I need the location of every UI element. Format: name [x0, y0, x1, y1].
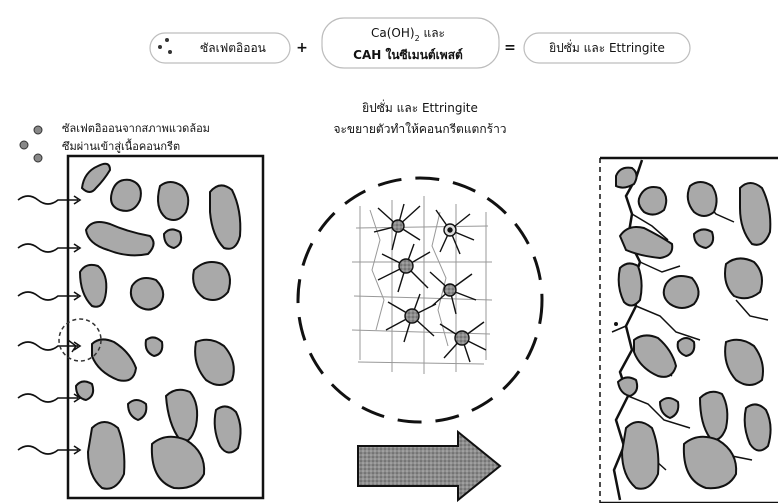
aggregate — [700, 392, 727, 440]
aggregate — [740, 183, 770, 245]
progression-arrow-icon — [358, 432, 500, 500]
equals-sign: = — [504, 40, 516, 56]
aggregate — [664, 276, 699, 308]
crystal — [386, 294, 436, 342]
sulfate-ion-pill: ซัลเฟตอิออน — [150, 33, 290, 63]
aggregate — [639, 187, 667, 215]
aggregate — [634, 335, 676, 376]
intact-concrete-block — [18, 156, 263, 498]
aggregate — [678, 338, 695, 356]
aggregate — [131, 278, 163, 310]
aggregate — [88, 422, 124, 489]
sulfate-dot-icon — [158, 45, 162, 49]
crystal — [436, 210, 474, 254]
magnified-crystal-view — [298, 178, 542, 422]
reactant-pill: Ca(OH)2 และ CAH ในซีเมนต์เพสต์ — [322, 18, 499, 68]
cracked-concrete-block — [600, 158, 778, 503]
aggregate — [618, 377, 637, 396]
sulfate-dot-icon — [165, 38, 169, 42]
aggregate — [622, 422, 658, 489]
sulfate-dot-icon — [168, 50, 172, 54]
aggregate — [694, 229, 713, 248]
aggregate — [725, 340, 763, 385]
aggregate — [158, 182, 188, 220]
center-caption-line-1: ยิปซั่ม และ Ettringite — [362, 99, 478, 115]
aggregate — [146, 337, 163, 356]
crystal — [378, 244, 430, 292]
left-caption-line-1: ซัลเฟตอิออนจากสภาพแวดล้อม — [62, 122, 210, 135]
aggregate — [616, 168, 637, 188]
aggregate — [745, 404, 771, 450]
header-equation: ซัลเฟตอิออน + Ca(OH)2 และ CAH ในซีเมนต์เ… — [150, 18, 690, 68]
aggregate — [688, 182, 717, 216]
center-caption-line-2: จะขยายตัวทำให้คอนกรีตแตกร้าว — [333, 122, 506, 136]
aggregate — [619, 263, 642, 305]
product-pill: ยิปซั่ม และ Ettringite — [524, 33, 690, 63]
aggregate — [164, 229, 181, 248]
crystal — [430, 272, 476, 314]
sulfate-ions-label: ซัลเฟตอิออน — [200, 41, 266, 55]
center-caption: ยิปซั่ม และ Ettringite จะขยายตัวทำให้คอน… — [333, 99, 506, 136]
ettringite-crystals — [374, 204, 486, 362]
product-label: ยิปซั่ม และ Ettringite — [549, 39, 665, 55]
aggregate — [660, 398, 678, 418]
sulfate-ion-icon — [34, 126, 42, 134]
left-caption-line-2: ซึมผ่านเข้าสู่เนื้อคอนกรีต — [62, 138, 180, 153]
reactant-line-1: Ca(OH)2 และ — [371, 26, 445, 43]
aggregate — [725, 258, 762, 298]
aggregate — [620, 227, 672, 258]
aggregate — [193, 262, 230, 300]
reactant-line-2: CAH ในซีเมนต์เพสต์ — [353, 47, 463, 62]
crystal-dot — [614, 322, 618, 326]
sulfate-ion-icon — [34, 154, 42, 162]
sulfate-ion-icon — [20, 141, 28, 149]
plus-sign: + — [296, 40, 308, 56]
aggregate — [111, 180, 141, 211]
aggregate — [684, 437, 736, 488]
